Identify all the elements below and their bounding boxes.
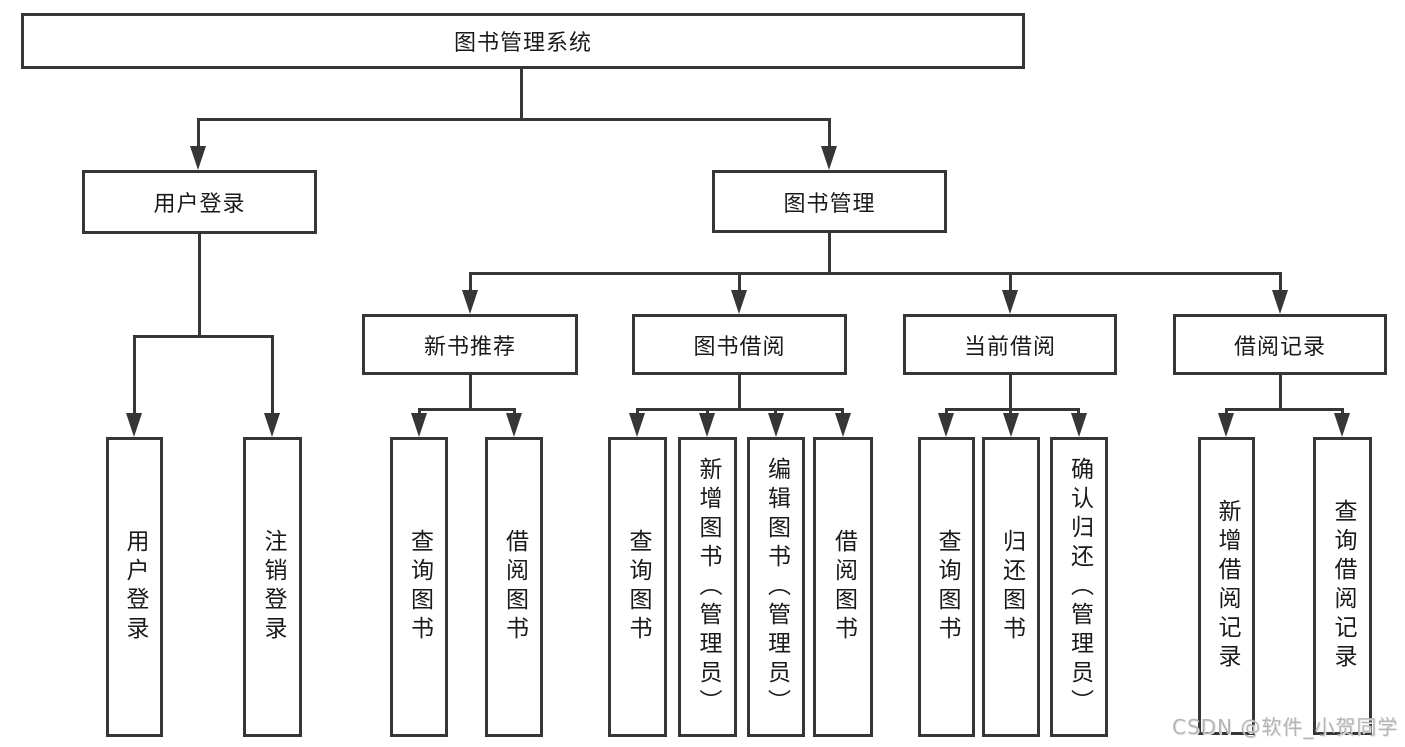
connector-drop (1009, 272, 1012, 296)
leaf-rec-borrow-book: 借阅图书 (485, 437, 543, 737)
node-borrow-record: 借阅记录 (1173, 314, 1387, 375)
node-book-borrow: 图书借阅 (632, 314, 847, 375)
arrow-down-icon (1272, 290, 1288, 314)
connector-drop (469, 272, 472, 296)
connector-level2-rail (197, 118, 831, 121)
connector-root-stem (520, 69, 523, 120)
leaf-br-query-borrow-record: 查询借阅记录 (1313, 437, 1372, 735)
connector-borrow-record-rail (1225, 408, 1344, 411)
connector-new-book-rail (418, 408, 516, 411)
arrow-down-icon (821, 146, 837, 170)
connector-user-login-stem (198, 234, 201, 337)
node-current-borrow: 当前借阅 (903, 314, 1117, 375)
csdn-watermark: CSDN @软件_小贺同学 (1172, 715, 1399, 739)
node-new-book-recommend: 新书推荐 (362, 314, 578, 375)
leaf-rec-query-book: 查询图书 (390, 437, 448, 737)
connector-user-login-rail (133, 335, 274, 338)
connector-drop (133, 335, 136, 417)
leaf-cb-return-book: 归还图书 (982, 437, 1040, 737)
connector-book-borrow-rail (636, 408, 844, 411)
connector-drop (1279, 272, 1282, 296)
arrow-down-icon (1003, 413, 1019, 437)
arrow-down-icon (629, 413, 645, 437)
arrow-down-icon (190, 146, 206, 170)
arrow-down-icon (462, 290, 478, 314)
connector-new-book-stem (469, 375, 472, 410)
leaf-cb-confirm-return-admin: 确认归还（管理员） (1050, 437, 1108, 737)
node-root-system: 图书管理系统 (21, 13, 1025, 69)
arrow-down-icon (1071, 413, 1087, 437)
leaf-br-add-borrow-record: 新增借阅记录 (1198, 437, 1255, 735)
arrow-down-icon (506, 413, 522, 437)
node-user-login: 用户登录 (82, 170, 317, 234)
arrow-down-icon (264, 413, 280, 437)
leaf-bb-borrow-book: 借阅图书 (813, 437, 873, 737)
leaf-user-login: 用户登录 (106, 437, 163, 737)
arrow-down-icon (768, 413, 784, 437)
connector-borrow-record-stem (1279, 375, 1282, 410)
arrow-down-icon (1002, 290, 1018, 314)
arrow-down-icon (411, 413, 427, 437)
node-book-management: 图书管理 (712, 170, 947, 233)
connector-book-mgmt-stem (828, 233, 831, 274)
connector-drop (197, 118, 200, 150)
connector-current-borrow-rail (945, 408, 1080, 411)
leaf-cb-query-book: 查询图书 (918, 437, 975, 737)
connector-drop (738, 272, 741, 296)
arrow-down-icon (731, 290, 747, 314)
connector-drop (828, 118, 831, 150)
connector-drop (271, 335, 274, 417)
connector-current-borrow-stem (1009, 375, 1012, 410)
leaf-bb-query-book: 查询图书 (608, 437, 667, 737)
leaf-bb-add-book-admin: 新增图书（管理员） (678, 437, 737, 737)
arrow-down-icon (1218, 413, 1234, 437)
arrow-down-icon (835, 413, 851, 437)
connector-level3-rail (469, 272, 1282, 275)
connector-book-borrow-stem (738, 375, 741, 410)
leaf-bb-edit-book-admin: 编辑图书（管理员） (747, 437, 805, 737)
leaf-logout-login: 注销登录 (243, 437, 302, 737)
arrow-down-icon (126, 413, 142, 437)
arrow-down-icon (1334, 413, 1350, 437)
arrow-down-icon (699, 413, 715, 437)
arrow-down-icon (938, 413, 954, 437)
